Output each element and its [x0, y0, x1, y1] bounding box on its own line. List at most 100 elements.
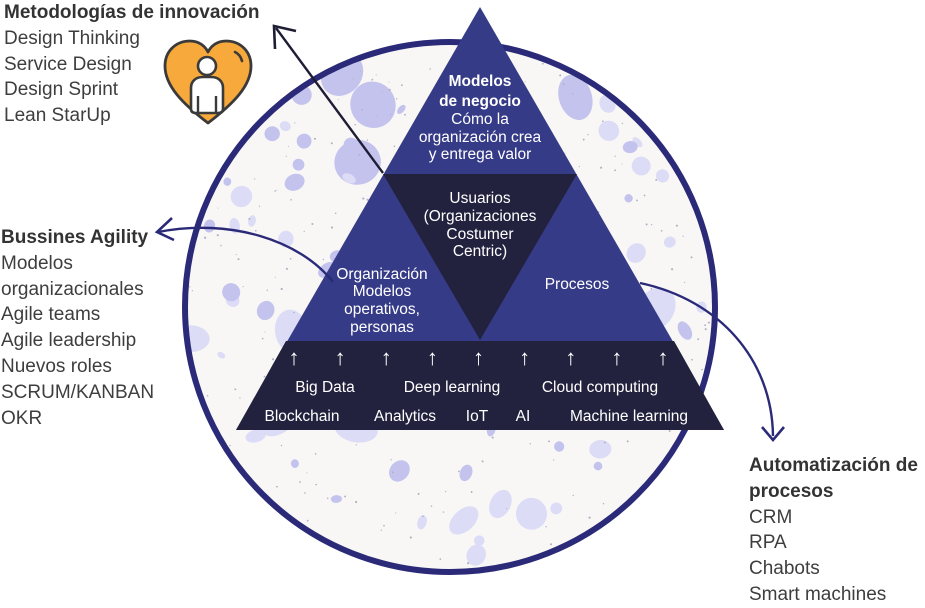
terrazzo-dot — [280, 444, 283, 447]
terrazzo-dot — [366, 139, 369, 141]
terrazzo-speck — [626, 243, 646, 263]
arrow-to-metodologias — [275, 27, 384, 174]
terrazzo-dot — [189, 286, 191, 288]
automatizacion-title-line-2: procesos — [749, 480, 834, 502]
business-agility-item: Modelos — [1, 252, 73, 274]
terrazzo-dot — [481, 460, 484, 463]
terrazzo-dot — [358, 154, 361, 156]
terrazzo-speck — [256, 300, 275, 321]
up-arrow-icon: ↑ — [658, 345, 669, 370]
terrazzo-dot — [621, 163, 623, 165]
terrazzo-dot — [458, 470, 460, 473]
terrazzo-speck — [342, 173, 356, 184]
terrazzo-speck — [554, 441, 565, 452]
tech-ai: AI — [516, 408, 531, 425]
terrazzo-dot — [216, 234, 219, 237]
terrazzo-dot — [636, 199, 638, 202]
terrazzo-speck — [663, 236, 676, 248]
terrazzo-dot — [274, 190, 276, 192]
terrazzo-speck — [598, 120, 620, 141]
terrazzo-dot — [467, 562, 470, 565]
connector-arrows — [154, 24, 785, 443]
business-agility-title: Bussines Agility — [1, 227, 149, 248]
top-title-line-2: de negocio — [439, 93, 521, 110]
business-agility-block: Bussines Agility Modelos organizacionale… — [1, 225, 154, 431]
terrazzo-dot — [276, 189, 278, 191]
terrazzo-dot — [264, 331, 266, 333]
terrazzo-dot — [690, 256, 693, 259]
terrazzo-dot — [587, 134, 589, 136]
terrazzo-speck — [264, 126, 280, 142]
metodologias-item: Service Design — [4, 53, 132, 75]
terrazzo-speck — [515, 497, 548, 530]
automatizacion-block: Automatización de procesos CRM RPA Chabo… — [749, 453, 918, 608]
up-arrow-icon: ↑ — [289, 345, 300, 370]
terrazzo-dot — [294, 122, 296, 124]
terrazzo-dot — [303, 230, 305, 233]
terrazzo-dot — [322, 258, 325, 261]
terrazzo-dot — [391, 471, 394, 474]
business-agility-item: Agile leadership — [1, 330, 137, 352]
right-line-1: Procesos — [545, 276, 610, 293]
terrazzo-dot — [409, 536, 412, 539]
terrazzo-dot — [549, 543, 553, 546]
metodologias-title: Metodologías de innovación — [4, 2, 260, 23]
terrazzo-dot — [280, 287, 283, 291]
tech-machine-learning: Machine learning — [570, 408, 688, 425]
terrazzo-dot — [697, 338, 700, 341]
terrazzo-dot — [417, 492, 420, 495]
terrazzo-dot — [603, 441, 606, 444]
terrazzo-dot — [651, 224, 653, 226]
terrazzo-dot — [524, 81, 526, 83]
pyramid-base-band — [236, 341, 724, 430]
terrazzo-dot — [258, 205, 261, 207]
terrazzo-dot — [276, 485, 278, 488]
terrazzo-dot — [393, 145, 396, 148]
terrazzo-dot — [691, 358, 693, 361]
terrazzo-dot — [671, 268, 674, 271]
terrazzo-dot — [390, 113, 392, 116]
terrazzo-speck — [185, 325, 210, 353]
terrazzo-dot — [388, 88, 391, 91]
terrazzo-speck — [622, 141, 638, 154]
business-agility-item: Agile teams — [1, 304, 101, 326]
terrazzo-speck — [223, 177, 232, 186]
terrazzo-dot — [361, 108, 363, 111]
terrazzo-dot — [704, 324, 706, 327]
terrazzo-speck — [459, 464, 473, 482]
terrazzo-speck — [449, 506, 479, 535]
automatizacion-item: CRM — [749, 506, 793, 528]
terrazzo-dot — [290, 199, 292, 201]
left-line-4: personas — [350, 319, 414, 336]
terrazzo-speck — [474, 535, 485, 546]
terrazzo-dot — [562, 83, 565, 86]
terrazzo-dot — [506, 507, 508, 509]
terrazzo-dot — [330, 142, 333, 145]
terrazzo-dot — [360, 70, 362, 73]
center-line-2: (Organizaciones — [424, 208, 537, 225]
terrazzo-dot — [366, 198, 369, 201]
terrazzo-dot — [355, 500, 358, 504]
terrazzo-speck — [677, 321, 693, 340]
terrazzo-dot — [381, 91, 383, 93]
terrazzo-dot — [326, 497, 329, 500]
tech-deep-learning: Deep learning — [404, 379, 501, 396]
terrazzo-dot — [491, 436, 494, 439]
terrazzo-dot — [235, 254, 237, 256]
terrazzo-dot — [582, 138, 585, 141]
terrazzo-dot — [626, 440, 629, 443]
terrazzo-speck — [593, 461, 603, 471]
terrazzo-speck — [489, 489, 512, 519]
terrazzo-dot — [650, 287, 653, 290]
terrazzo-dot — [206, 395, 209, 397]
metodologias-item: Design Thinking — [4, 27, 140, 49]
terrazzo-dot — [668, 430, 671, 432]
up-arrow-icon: ↑ — [381, 345, 392, 370]
terrazzo-dot — [375, 74, 377, 76]
arrow-to-business-agility — [157, 226, 334, 283]
terrazzo-dot — [390, 459, 392, 461]
terrazzo-dot — [660, 229, 663, 232]
arrow-to-automatizacion — [639, 281, 775, 437]
tech-iot: IoT — [466, 408, 489, 425]
